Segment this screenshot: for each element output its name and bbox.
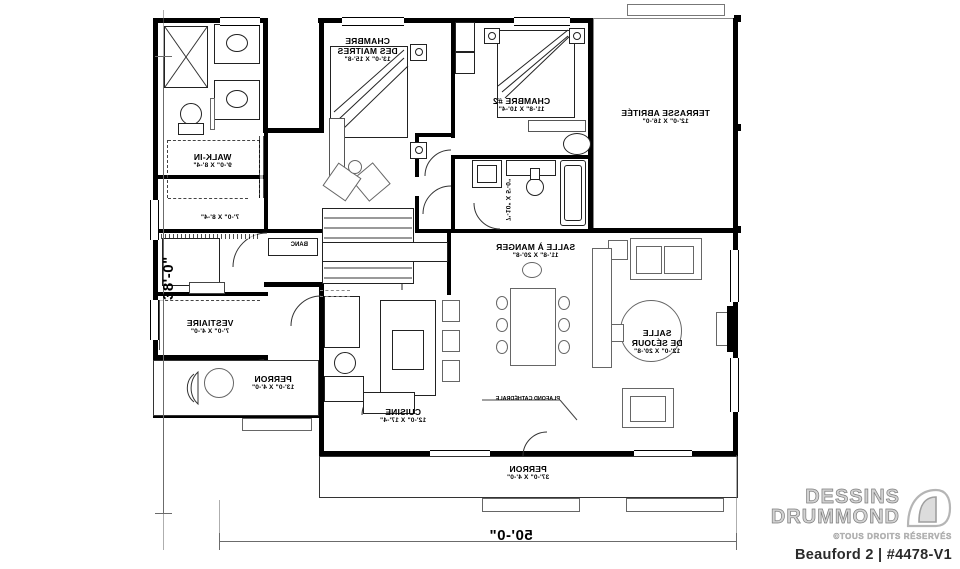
note-bench: BANC	[290, 242, 308, 248]
note-cathedral-ceiling: PLAFOND CATHÉDRALE	[495, 396, 560, 402]
porch-step	[242, 418, 312, 431]
room-label-sejour: SALLE DE SÉJOUR 12'-0" X 20'-8"	[631, 328, 683, 356]
brand-rights: ©TOUS DROITS RÉSERVÉS	[833, 532, 952, 541]
extension-line	[163, 510, 164, 550]
room-label-manger: SALLE À MANGER 11'-8" X 20'-8"	[495, 242, 576, 260]
plan-title: Beauford 2 | #4478-V1	[794, 547, 952, 563]
brand-logo: DESSINS DRUMMOND ©TOUS DROITS RÉSERVÉS B…	[737, 486, 952, 563]
room-label-bath2: 7'-10" X 5'-0"	[503, 178, 511, 222]
dimension-width-label: 50'-0"	[489, 527, 533, 544]
brand-line-1: DESSINS	[805, 486, 900, 508]
room-label-terrasse: TERRASSE ABRITÉE 12'-0" X 16'-0"	[621, 108, 710, 126]
extension-line	[163, 10, 164, 60]
room-label-vestiaire: VESTIAIRE 7'-0" X 4'-0"	[186, 318, 234, 336]
room-label-perron-south: PERRON 37'-0" X 4'-0"	[506, 464, 550, 482]
room-label-walkin: WALK-IN 9'-0" X 8'-4"	[193, 152, 232, 170]
room-label-ensuite: 7'-0" X 8'-4"	[200, 214, 240, 221]
room-label-maitres: CHAMBRE DES MAITRES 13'-0" X 15'-8"	[337, 36, 398, 64]
room-label-chambre2: CHAMBRE #2 11'-8" X 10'-4"	[492, 96, 551, 114]
brand-line-2: DRUMMOND	[770, 506, 900, 528]
dimension-line-vertical	[163, 56, 164, 514]
extension-line	[736, 455, 737, 545]
room-label-perron-east: PERRON 13'-0" X 4'-0"	[251, 374, 295, 392]
extension-line	[219, 500, 220, 546]
room-label-cuisine: CUISINE 12'-0" X 17'-4"	[379, 407, 427, 425]
dimension-depth-label: 38'-0"	[160, 256, 177, 300]
dimension-line-horizontal	[219, 541, 737, 542]
drummond-door-icon	[906, 488, 952, 528]
